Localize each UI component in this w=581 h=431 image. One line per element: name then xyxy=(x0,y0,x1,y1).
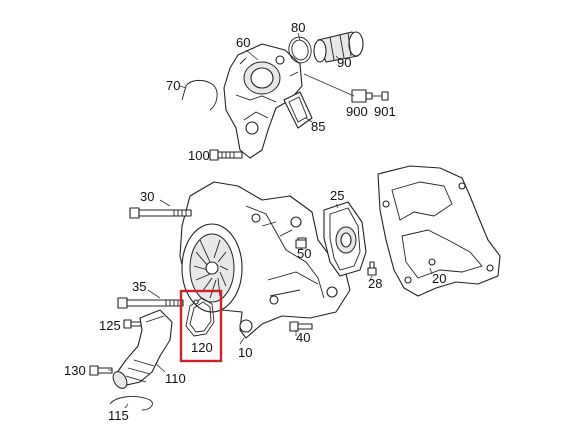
water-pump-body-part-10[interactable] xyxy=(179,181,351,339)
pump-cover-part-25[interactable] xyxy=(323,201,367,277)
highlight-box-part-120 xyxy=(179,289,223,363)
part-labels: 60 80 90 70 900 901 85 100 30 25 50 28 2… xyxy=(64,20,446,423)
label-60[interactable]: 60 xyxy=(236,35,250,50)
label-901[interactable]: 901 xyxy=(374,104,396,119)
gasket-part-120[interactable] xyxy=(185,297,215,337)
bolt-part-125[interactable] xyxy=(123,319,142,329)
bolt-part-30[interactable] xyxy=(129,207,192,219)
cover-plate-part-85[interactable] xyxy=(283,91,313,129)
label-80[interactable]: 80 xyxy=(291,20,305,35)
label-40[interactable]: 40 xyxy=(296,330,310,345)
label-85[interactable]: 85 xyxy=(311,119,325,134)
label-125[interactable]: 125 xyxy=(99,318,121,333)
clip-wire-part-70[interactable] xyxy=(181,79,218,111)
label-100[interactable]: 100 xyxy=(188,148,210,163)
bolt-part-130[interactable] xyxy=(89,365,113,376)
leader-lines xyxy=(108,32,433,409)
label-120[interactable]: 120 xyxy=(191,340,213,355)
label-110[interactable]: 110 xyxy=(165,371,186,386)
bolt-part-100[interactable] xyxy=(209,149,243,161)
dowel-part-50[interactable] xyxy=(295,239,307,249)
thermostat-housing-part-60[interactable] xyxy=(223,43,303,159)
label-30[interactable]: 30 xyxy=(140,189,154,204)
label-28[interactable]: 28 xyxy=(368,276,382,291)
sensor-clip-part-901[interactable] xyxy=(381,91,389,101)
bolt-part-35[interactable] xyxy=(117,297,184,309)
label-90[interactable]: 90 xyxy=(337,55,351,70)
bolt-part-40[interactable] xyxy=(289,321,313,332)
hose-clamp-part-115[interactable] xyxy=(109,396,153,411)
label-115[interactable]: 115 xyxy=(108,408,129,423)
label-50[interactable]: 50 xyxy=(297,246,311,261)
label-35[interactable]: 35 xyxy=(132,279,146,294)
gasket-ring-part-80[interactable] xyxy=(286,35,314,66)
pump-gasket-part-20[interactable] xyxy=(377,165,501,297)
label-10[interactable]: 10 xyxy=(238,345,252,360)
temperature-sensor-part-900[interactable] xyxy=(351,89,382,103)
label-25[interactable]: 25 xyxy=(330,188,344,203)
label-70[interactable]: 70 xyxy=(166,78,180,93)
thermostat-part-90[interactable] xyxy=(313,31,364,63)
screw-part-28[interactable] xyxy=(367,261,377,276)
label-130[interactable]: 130 xyxy=(64,363,86,378)
label-900[interactable]: 900 xyxy=(346,104,368,119)
label-20[interactable]: 20 xyxy=(432,271,446,286)
coolant-pipe-part-110[interactable] xyxy=(110,309,173,391)
